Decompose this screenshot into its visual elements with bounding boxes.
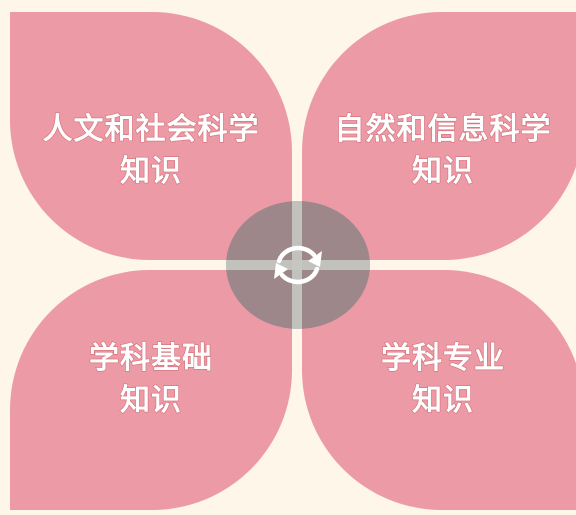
quadrant-subtitle: 知识 [411,382,474,418]
quadrant-label: 学科专业 知识 [380,338,505,422]
quadrant-title: 自然和信息科学 [334,111,552,147]
quadrant-label: 自然和信息科学 知识 [334,109,552,193]
quadrant-title: 人文和社会科学 [42,111,260,147]
quadrant-discipline-foundation: 学科基础 知识 [10,270,292,510]
center-cross-horizontal [226,260,370,270]
quadrant-title: 学科专业 [380,340,505,376]
quadrant-title: 学科基础 [88,340,213,376]
quadrant-label: 学科基础 知识 [88,338,213,422]
refresh-icon [274,245,322,285]
quadrant-humanities-social-science: 人文和社会科学 知识 [10,12,292,260]
quadrant-label: 人文和社会科学 知识 [42,109,260,193]
quadrant-subtitle: 知识 [119,382,182,418]
quadrant-subtitle: 知识 [411,153,474,189]
quadrant-subtitle: 知识 [119,153,182,189]
